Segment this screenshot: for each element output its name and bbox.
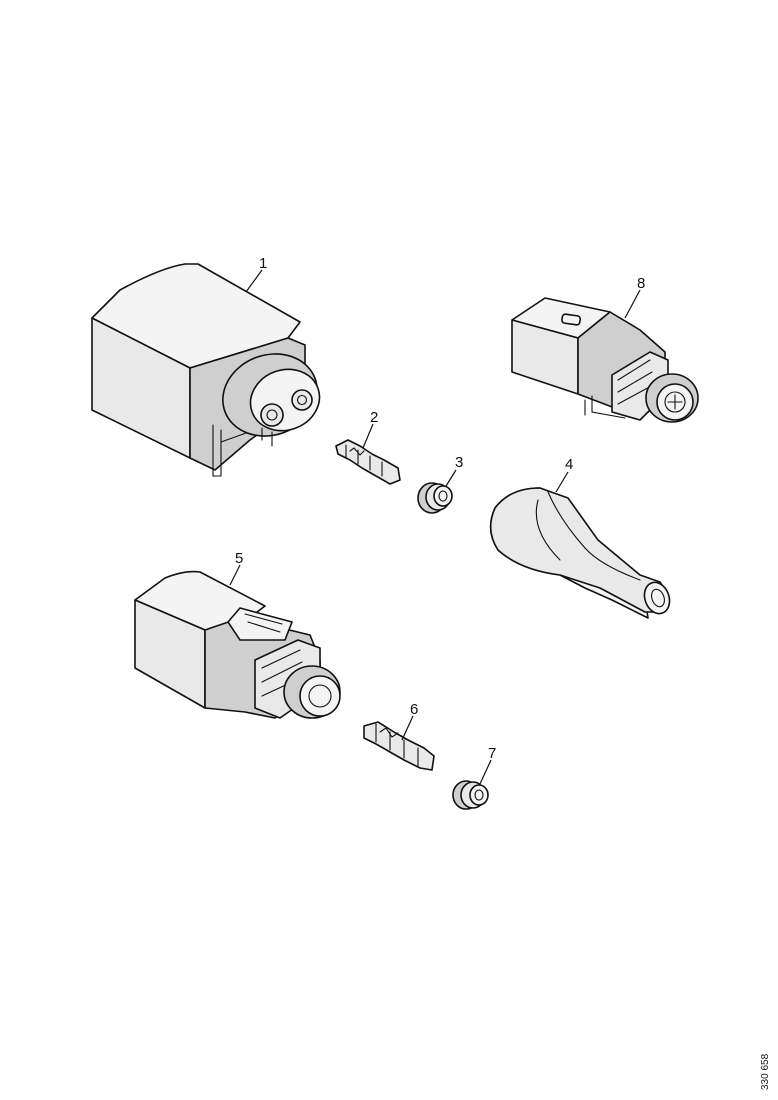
part-5-medium-connector-housing-icon bbox=[134, 570, 341, 719]
callout-2: 2 bbox=[370, 409, 378, 426]
leader-line-8 bbox=[624, 289, 641, 319]
part-4-rubber-boot-icon bbox=[489, 487, 671, 619]
leader-line-1 bbox=[245, 269, 263, 293]
part-1-large-connector-housing-icon bbox=[91, 263, 321, 477]
callout-3: 3 bbox=[455, 454, 463, 471]
leader-lines bbox=[229, 269, 641, 785]
callout-6: 6 bbox=[410, 701, 418, 718]
leader-line-2 bbox=[362, 423, 374, 449]
leader-line-3 bbox=[445, 469, 457, 487]
part-6-contact-pin-icon bbox=[363, 721, 435, 771]
leader-line-6 bbox=[401, 715, 414, 741]
callout-1: 1 bbox=[259, 255, 267, 272]
part-3-seal-grommet-icon bbox=[417, 482, 453, 514]
part-7-seal-grommet-icon bbox=[452, 780, 489, 810]
leader-line-7 bbox=[479, 759, 492, 785]
callout-7: 7 bbox=[488, 745, 496, 762]
callout-labels: 1 2 3 4 5 6 7 8 bbox=[235, 255, 645, 762]
leader-line-5 bbox=[229, 564, 241, 586]
callout-4: 4 bbox=[565, 456, 573, 473]
callout-8: 8 bbox=[637, 275, 645, 292]
callout-5: 5 bbox=[235, 550, 243, 567]
leader-line-4 bbox=[555, 471, 569, 493]
part-2-contact-pin-icon bbox=[335, 439, 401, 485]
reference-code: 330 658 bbox=[760, 1053, 771, 1090]
part-8-small-connector-housing-icon bbox=[511, 297, 699, 423]
